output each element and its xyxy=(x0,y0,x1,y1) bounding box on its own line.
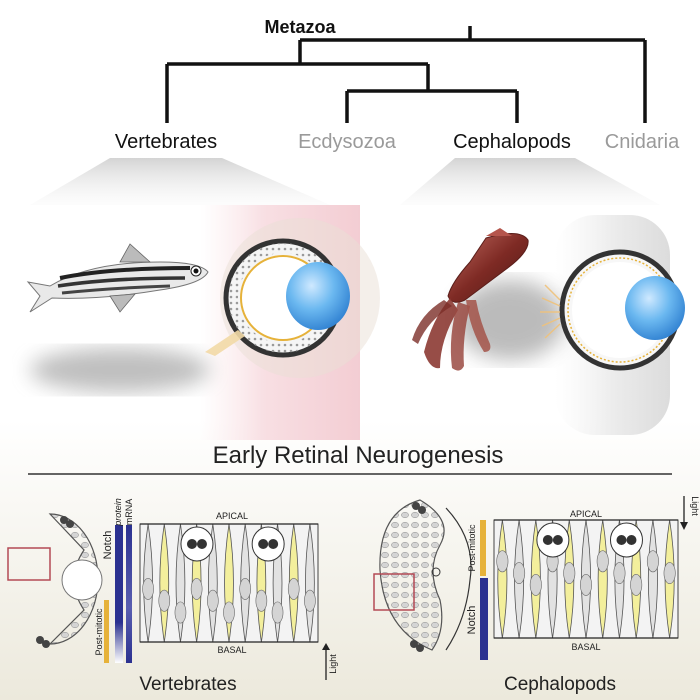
cell-nucleus xyxy=(580,573,592,596)
optic-nerve xyxy=(205,330,245,356)
cephalopod-light-label: Light xyxy=(690,496,700,516)
cell-nucleus xyxy=(663,562,676,585)
cephalopod-basal-label: BASAL xyxy=(571,642,600,652)
cell-nucleus xyxy=(596,550,609,573)
cephalopod-caption: Cephalopods xyxy=(504,674,616,695)
vertebrate-post-mitotic-bar xyxy=(104,600,109,663)
tree-root-label: Metazoa xyxy=(264,17,336,37)
cell-nucleus xyxy=(630,573,643,596)
mitotic-chromatin xyxy=(258,539,269,549)
vertebrate-illustration xyxy=(26,205,380,440)
vertebrate-lens-vesicle xyxy=(61,559,103,601)
cell-nucleus xyxy=(207,589,219,612)
mitotic-chromatin xyxy=(552,535,563,545)
cell-nucleus xyxy=(287,577,300,600)
cephalopod-optic-fibers xyxy=(540,284,561,339)
cephalopod-optic-vesicle xyxy=(379,499,445,651)
taxon-vertebrates: Vertebrates xyxy=(115,131,217,153)
cell-nucleus xyxy=(271,601,284,624)
vertebrate-post-mitotic-label: Post-mitotic xyxy=(94,608,104,656)
cephalopod-post-mitotic-label: Post-mitotic xyxy=(467,524,477,572)
section-title: Early Retinal Neurogenesis xyxy=(213,442,504,469)
vertebrate-notch-protein-bar xyxy=(115,525,123,573)
vertebrate-notch-mrna-bar xyxy=(126,525,132,663)
fish-shadow xyxy=(30,348,210,392)
cephalopod-apical-label: APICAL xyxy=(570,509,602,519)
mitotic-chromatin xyxy=(268,539,279,549)
zebrafish-icon xyxy=(26,243,209,313)
squid-icon xyxy=(412,228,529,371)
vertebrate-cell-layer xyxy=(142,523,316,643)
taxon-cephalopods: Cephalopods xyxy=(453,131,571,153)
vertebrate-basal-label: BASAL xyxy=(217,645,246,655)
mitotic-chromatin xyxy=(616,535,627,545)
cell-nucleus xyxy=(142,577,154,600)
cephalopod-lens-fold xyxy=(445,507,472,651)
cell-nucleus xyxy=(496,550,509,573)
mitotic-chromatin xyxy=(196,539,207,549)
cephalopod-post-mitotic-bar xyxy=(480,520,486,576)
cephalopod-zoom-box xyxy=(373,573,415,611)
mitotic-chromatin xyxy=(626,535,637,545)
phylogenetic-tree xyxy=(165,26,647,123)
mitotic-chromatin xyxy=(542,535,553,545)
cell-nucleus xyxy=(304,589,316,612)
taxon-cnidaria: Cnidaria xyxy=(605,131,680,153)
cell-nucleus xyxy=(563,562,576,585)
vertebrate-protein-label: protein xyxy=(113,498,123,527)
cephalopod-notch-bar xyxy=(480,578,488,660)
cell-nucleus xyxy=(613,562,626,585)
vertebrate-light-label: Light xyxy=(328,654,338,674)
vertebrate-apical-label: APICAL xyxy=(216,511,248,521)
vertebrate-mrna-label: mRNA xyxy=(124,499,134,526)
vertebrate-lens xyxy=(286,262,350,330)
vertebrate-zoom-box xyxy=(7,547,51,581)
cell-nucleus xyxy=(255,589,268,612)
vertebrate-notch-protein-fade xyxy=(115,573,123,663)
cell-nucleus xyxy=(190,577,203,600)
vertebrate-zoom-wedge xyxy=(30,158,330,205)
cephalopod-notch-label: Notch xyxy=(466,606,478,635)
cephalopod-illustration xyxy=(412,215,685,435)
taxon-ecdysozoa: Ecdysozoa xyxy=(298,131,397,153)
cell-nucleus xyxy=(174,601,187,624)
cell-nucleus xyxy=(158,589,171,612)
mitotic-chromatin xyxy=(186,539,197,549)
vertebrate-notch-label: Notch xyxy=(102,531,114,560)
cephalopod-zoom-wedge xyxy=(400,158,660,205)
cell-nucleus xyxy=(529,573,542,596)
cell-nucleus xyxy=(513,562,526,585)
cell-nucleus xyxy=(239,577,251,600)
cell-nucleus xyxy=(646,550,659,573)
cephalopod-panel: Post-mitotic Notch APICAL BASAL Light Ce… xyxy=(373,496,700,695)
cell-nucleus xyxy=(223,601,235,624)
cephalopod-lens xyxy=(625,276,685,340)
vertebrate-caption: Vertebrates xyxy=(139,674,236,695)
vertebrate-panel: Notch protein mRNA Post-mitotic APICAL B… xyxy=(7,498,338,695)
